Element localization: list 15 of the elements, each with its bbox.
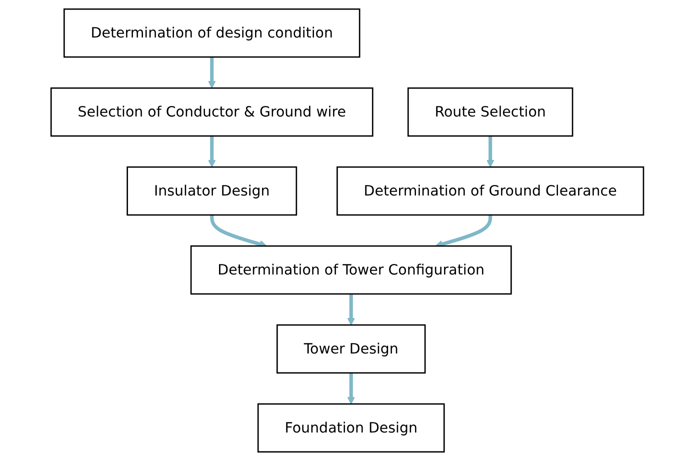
- arrow: [210, 214, 267, 248]
- node-box: Insulator Design: [126, 166, 297, 216]
- node-box: Foundation Design: [257, 403, 444, 453]
- node-box: Determination of Tower Configuration: [190, 245, 512, 295]
- node-box: Route Selection: [407, 87, 573, 137]
- node-box: Determination of design condition: [63, 8, 360, 58]
- arrow: [434, 214, 492, 248]
- arrow: [208, 136, 216, 168]
- arrow: [208, 57, 216, 88]
- arrow: [346, 372, 355, 404]
- node-box: Determination of Ground Clearance: [336, 166, 644, 216]
- node-box: Selection of Conductor & Ground wire: [50, 87, 374, 137]
- arrow: [346, 294, 355, 326]
- node-box: Tower Design: [276, 324, 426, 374]
- arrow: [486, 136, 494, 168]
